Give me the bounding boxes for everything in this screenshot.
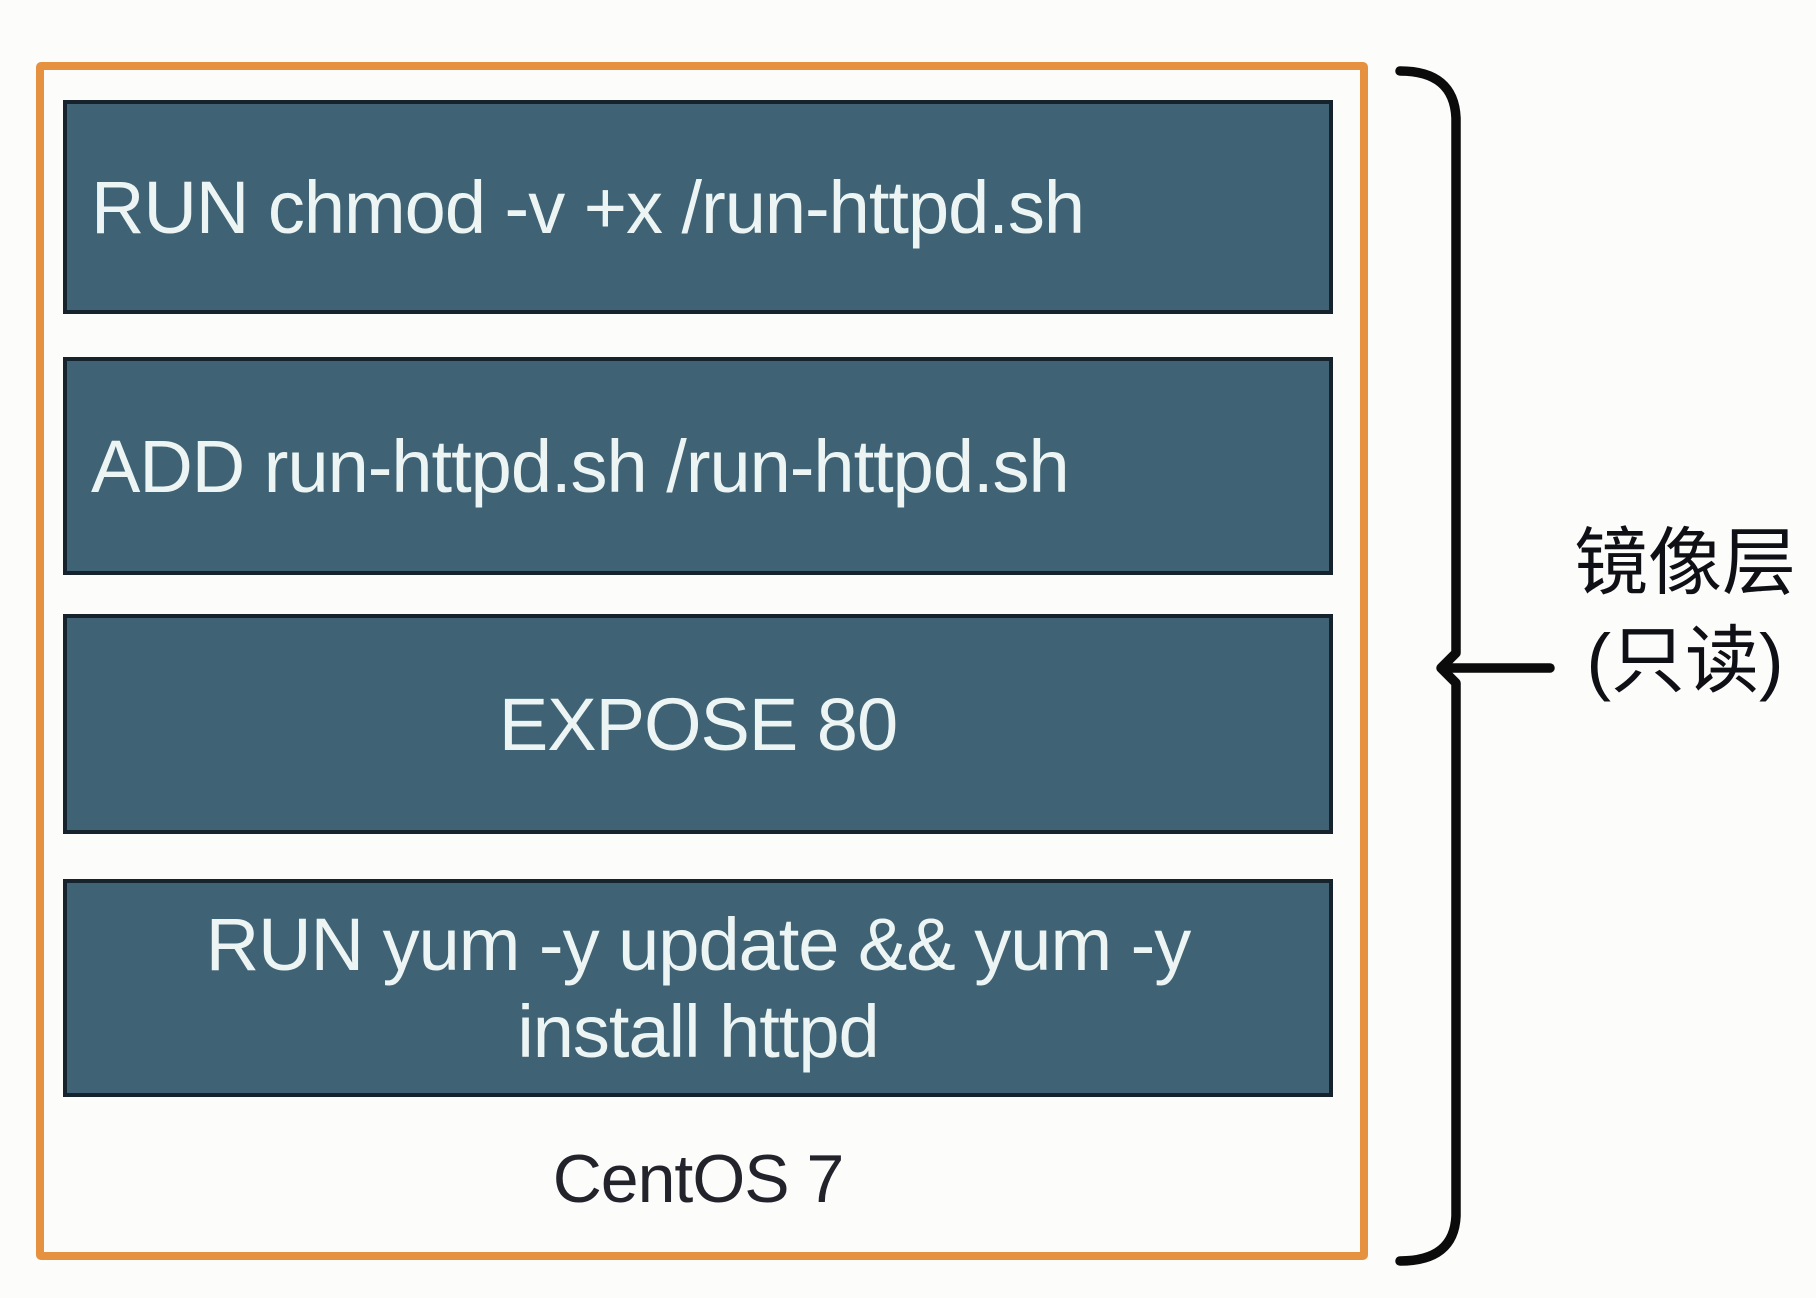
image-layers-group-border: [36, 62, 1368, 1260]
layer-box-expose-80: EXPOSE 80: [63, 614, 1333, 834]
layer-label: EXPOSE 80: [498, 682, 898, 766]
layer-label: RUN yum -y update && yum -y install http…: [205, 902, 1192, 1073]
layer-box-run-chmod: RUN chmod -v +x /run-httpd.sh: [63, 100, 1333, 314]
annotation-line1: 镜像层: [1574, 521, 1796, 604]
layer-box-run-yum: RUN yum -y update && yum -y install http…: [63, 879, 1333, 1097]
layer-label: RUN chmod -v +x /run-httpd.sh: [91, 165, 1085, 249]
layer-label: ADD run-httpd.sh /run-httpd.sh: [91, 424, 1070, 508]
curly-brace-icon: [1395, 66, 1555, 1266]
layer-box-add-script: ADD run-httpd.sh /run-httpd.sh: [63, 357, 1333, 575]
annotation-line2: (只读): [1586, 618, 1784, 702]
base-image-label: CentOS 7: [552, 1141, 845, 1217]
annotation-image-layers-readonly: 镜像层 (只读): [1550, 514, 1816, 709]
